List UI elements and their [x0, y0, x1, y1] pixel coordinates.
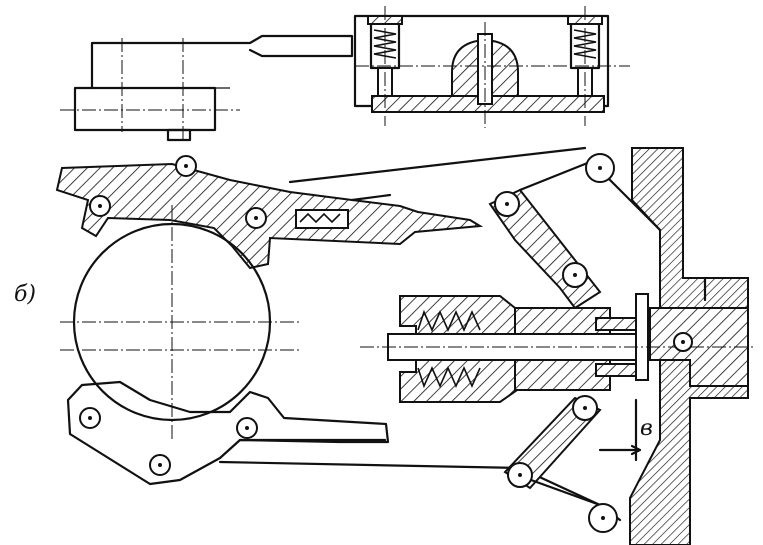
view-label: б): [14, 282, 37, 307]
top-view: [60, 6, 630, 142]
dimension-label: в: [640, 416, 653, 441]
main-view: [55, 146, 755, 545]
